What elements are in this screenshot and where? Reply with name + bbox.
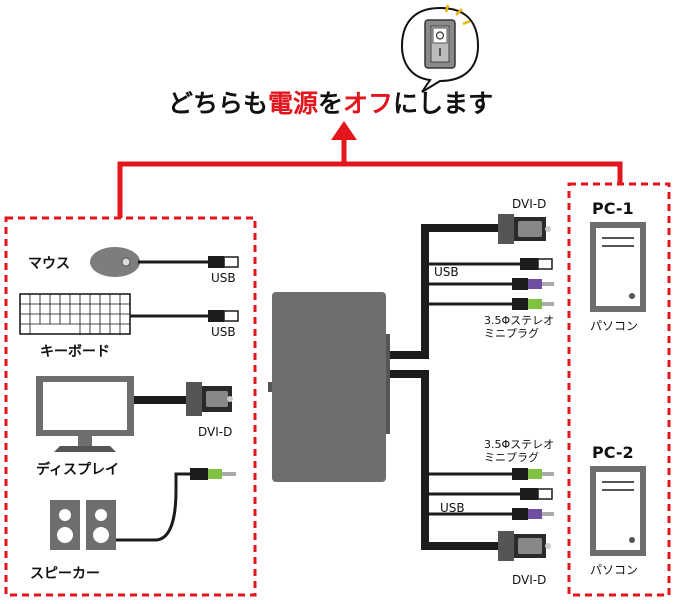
display-cable	[134, 396, 186, 404]
display-label: ディスプレイ	[36, 461, 119, 478]
speaker-label: スピーカー	[30, 566, 100, 582]
audio-plug-icon	[512, 468, 554, 480]
top-audio-label-1: 3.5Φステレオ	[484, 314, 554, 327]
dvi-plug-icon	[498, 214, 551, 244]
power-switch-icon	[400, 4, 480, 93]
keyboard-label: キーボード	[40, 344, 110, 360]
audio-plug-icon	[512, 508, 554, 520]
top-video-label: DVI-D	[512, 197, 546, 211]
bottom-video-label: DVI-D	[512, 573, 546, 587]
top-usb-label: USB	[434, 265, 459, 279]
mouse-icon	[90, 247, 140, 277]
pc2-label: PC-2	[592, 443, 634, 462]
usb-plug-icon	[208, 256, 239, 268]
bottom-usb-label: USB	[440, 501, 465, 515]
monitor-icon	[36, 376, 134, 452]
mouse-label: マウス	[28, 256, 70, 272]
speaker-icon	[50, 500, 116, 550]
kvm-switch-icon	[268, 292, 390, 482]
arrow-up-icon	[331, 121, 357, 140]
kvm-cable-bottom	[390, 370, 520, 550]
headline-suffix: にします	[393, 89, 493, 118]
mouse-port-label: USB	[211, 271, 236, 285]
headline-middle: を	[318, 89, 343, 118]
audio-plug-icon	[190, 468, 236, 480]
peripherals-dashed-box	[4, 216, 257, 597]
kvm-cable-top	[390, 224, 520, 359]
audio-plug-icon	[512, 298, 554, 310]
pc-tower-icon	[590, 222, 646, 312]
pc1-label: PC-1	[592, 199, 634, 218]
power-off-connector	[117, 121, 623, 218]
headline-prefix: どちらも	[168, 89, 268, 118]
pc1-sublabel: パソコン	[590, 319, 638, 333]
dvi-plug-icon	[498, 531, 551, 561]
usb-plug-icon	[520, 258, 553, 270]
headline-highlight-power: 電源	[268, 89, 318, 118]
display-port-label: DVI-D	[198, 425, 232, 439]
bottom-audio-label-2: ミニプラグ	[484, 450, 539, 464]
top-audio-label-2: ミニプラグ	[484, 326, 539, 340]
pc-tower-icon	[590, 466, 646, 556]
keyboard-icon	[19, 293, 131, 335]
speaker-cable	[116, 472, 190, 542]
headline-highlight-off: オフ	[343, 89, 393, 118]
keyboard-port-label: USB	[211, 325, 236, 339]
dvi-plug-icon	[186, 382, 233, 416]
headline: どちらも電源をオフにします	[168, 89, 493, 118]
pcs-dashed-box	[567, 182, 671, 597]
usb-plug-icon	[520, 488, 553, 500]
audio-plug-icon	[512, 278, 554, 290]
usb-plug-icon	[208, 310, 239, 322]
pc2-sublabel: パソコン	[590, 563, 638, 577]
bottom-audio-label-1: 3.5Φステレオ	[484, 438, 554, 451]
